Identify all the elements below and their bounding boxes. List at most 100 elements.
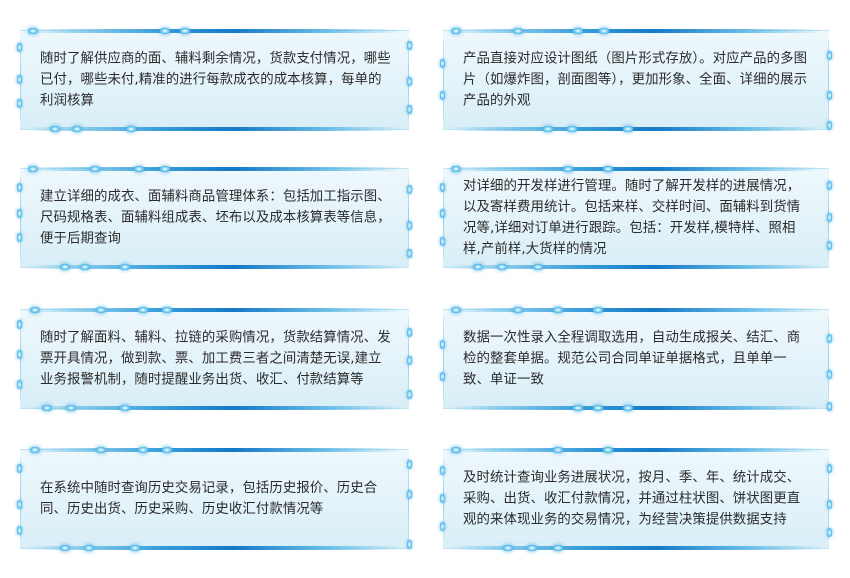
glow-dot-icon: [17, 526, 22, 535]
glow-dot-icon: [138, 447, 148, 453]
glow-dot-icon: [17, 75, 22, 84]
glow-dot-icon: [440, 522, 445, 531]
feature-card-sample-management: 对详细的开发样进行管理。随时了解开发样的进展情况，以及寄样费用统计。包括来样、交…: [440, 166, 832, 270]
glow-dot-icon: [407, 41, 412, 50]
glow-dot-icon: [623, 126, 633, 132]
feature-card-purchase-tracking: 随时了解面料、辅料、拉链的采购情况，货款结算情况、发票开具情况，做到款、票、加工…: [17, 307, 412, 411]
card-bottom-glow: [449, 406, 823, 410]
glow-dot-icon: [407, 105, 412, 114]
card-top-glow: [449, 29, 823, 33]
card-text: 随时了解面料、辅料、拉链的采购情况，货款结算情况、发票开具情况，做到款、票、加工…: [40, 330, 391, 388]
card-left-edge: [20, 318, 21, 400]
glow-dot-icon: [17, 233, 22, 242]
card-left-edge: [20, 177, 21, 259]
glow-dot-icon: [573, 405, 583, 411]
card-text: 随时了解供应商的面、辅料剩余情况，货款支付情况，哪些已付，哪些未付,精准的进行每…: [40, 51, 391, 109]
glow-dot-icon: [440, 494, 445, 503]
feature-card-product-management: 建立详细的成衣、面辅料商品管理体系：包括加工指示图、尺码规格表、面辅料组成表、坯…: [17, 166, 412, 270]
glow-dot-icon: [407, 328, 412, 337]
card-text: 数据一次性录入全程调取选用，自动生成报关、结汇、商检的整套单据。规范公司合同单证…: [463, 330, 801, 388]
card-top-glow: [449, 167, 823, 171]
glow-dot-icon: [126, 126, 136, 132]
glow-dot-icon: [553, 447, 563, 453]
glow-dot-icon: [533, 264, 543, 270]
glow-dot-icon: [440, 466, 445, 475]
glow-dot-icon: [440, 91, 445, 100]
glow-dot-icon: [440, 237, 445, 246]
card-top-glow: [449, 308, 823, 312]
glow-dot-icon: [130, 545, 140, 551]
feature-card-design-drawings: 产品直接对应设计图纸（图片形式存放）。对应产品的多图片（如爆炸图，剖面图等），更…: [440, 28, 832, 132]
card-text: 建立详细的成衣、面辅料商品管理体系：包括加工指示图、尺码规格表、面辅料组成表、坯…: [40, 189, 391, 247]
glow-dot-icon: [407, 185, 412, 194]
glow-dot-icon: [827, 500, 832, 509]
glow-dot-icon: [17, 43, 22, 52]
glow-dot-icon: [17, 350, 22, 359]
glow-dot-icon: [599, 28, 609, 34]
card-left-edge: [443, 39, 444, 121]
glow-dot-icon: [28, 166, 38, 172]
glow-dot-icon: [96, 307, 106, 313]
card-right-edge: [828, 39, 829, 121]
glow-dot-icon: [17, 183, 22, 192]
glow-dot-icon: [60, 545, 70, 551]
glow-dot-icon: [66, 405, 76, 411]
card-bottom-glow: [449, 546, 823, 550]
card-text: 产品直接对应设计图纸（图片形式存放）。对应产品的多图片（如爆炸图，剖面图等），更…: [463, 51, 808, 109]
glow-dot-icon: [827, 121, 832, 130]
glow-dot-icon: [160, 166, 170, 172]
card-right-edge: [828, 318, 829, 400]
card-top-glow: [26, 308, 403, 312]
glow-dot-icon: [407, 460, 412, 469]
card-left-edge: [443, 318, 444, 400]
glow-dot-icon: [513, 28, 523, 34]
glow-dot-icon: [497, 264, 507, 270]
glow-dot-icon: [827, 213, 832, 222]
glow-dot-icon: [593, 307, 603, 313]
feature-card-history-query: 在系统中随时查询历史交易记录，包括历史报价、历史合同、历史出货、历史采购、历史收…: [17, 447, 412, 551]
glow-dot-icon: [96, 447, 106, 453]
card-left-edge: [20, 458, 21, 540]
glow-dot-icon: [563, 166, 573, 172]
glow-dot-icon: [17, 464, 22, 473]
glow-dot-icon: [451, 447, 461, 453]
glow-dot-icon: [42, 405, 52, 411]
glow-dot-icon: [407, 221, 412, 230]
glow-dot-icon: [827, 370, 832, 379]
card-bottom-glow: [26, 406, 403, 410]
glow-dot-icon: [120, 264, 130, 270]
card-bottom-glow: [26, 127, 403, 131]
glow-dot-icon: [50, 126, 60, 132]
card-bottom-glow: [26, 546, 403, 550]
glow-dot-icon: [473, 264, 483, 270]
feature-card-document-generation: 数据一次性录入全程调取选用，自动生成报关、结汇、商检的整套单据。规范公司合同单证…: [440, 307, 832, 411]
glow-dot-icon: [573, 28, 583, 34]
card-right-edge: [408, 458, 409, 540]
glow-dot-icon: [827, 464, 832, 473]
glow-dot-icon: [407, 77, 412, 86]
card-top-glow: [26, 29, 403, 33]
glow-dot-icon: [120, 405, 130, 411]
glow-dot-icon: [827, 181, 832, 190]
glow-dot-icon: [827, 402, 832, 411]
glow-dot-icon: [28, 28, 38, 34]
glow-dot-icon: [440, 340, 445, 349]
glow-dot-icon: [440, 372, 445, 381]
glow-dot-icon: [407, 540, 412, 549]
glow-dot-icon: [17, 500, 22, 509]
card-top-glow: [449, 448, 823, 452]
glow-dot-icon: [503, 545, 513, 551]
glow-dot-icon: [407, 490, 412, 499]
card-bottom-glow: [449, 265, 823, 269]
card-right-edge: [408, 177, 409, 259]
glow-dot-icon: [451, 28, 461, 34]
glow-dot-icon: [827, 528, 832, 537]
glow-dot-icon: [623, 405, 633, 411]
glow-dot-icon: [440, 183, 445, 192]
glow-dot-icon: [30, 307, 40, 313]
glow-dot-icon: [407, 390, 412, 399]
glow-dot-icon: [17, 320, 22, 329]
glow-dot-icon: [138, 307, 148, 313]
glow-dot-icon: [134, 166, 144, 172]
glow-dot-icon: [603, 447, 613, 453]
